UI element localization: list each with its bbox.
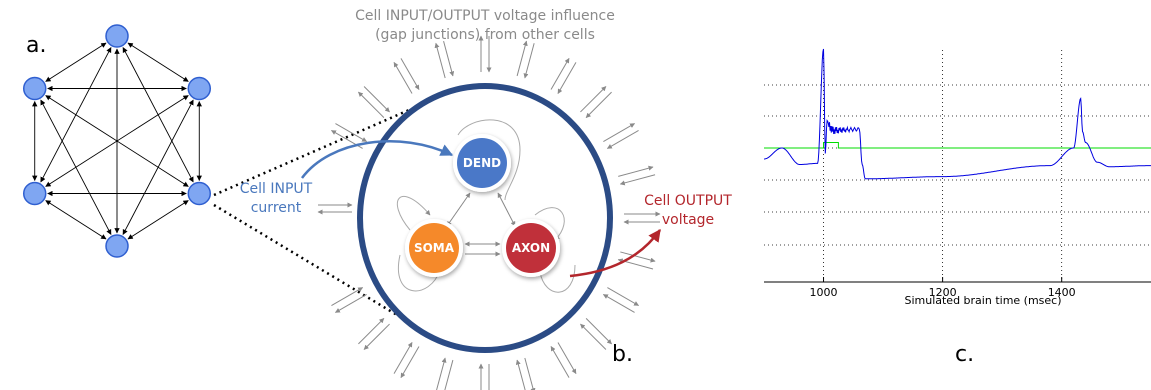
network-nodes — [22, 24, 212, 258]
gap-arrow-out — [607, 287, 639, 306]
axon-compartment: AXON — [502, 219, 560, 277]
gap-junction-title-2: (gap junctions) from other cells — [375, 27, 595, 43]
gap-arrow-in — [585, 91, 612, 118]
dend-axon-arrow — [497, 192, 516, 227]
panel-a-label: a. — [26, 33, 46, 58]
gap-arrow-out — [618, 165, 654, 177]
network-edge — [127, 200, 189, 240]
gap-arrow-out — [335, 294, 367, 313]
output-label-2: voltage — [662, 212, 714, 228]
gap-arrow-in — [523, 43, 535, 79]
axon-label: AXON — [512, 241, 550, 255]
gap-arrow-in — [515, 359, 526, 390]
x-axis-label: Simulated brain time (msec) — [904, 294, 1061, 307]
gap-arrow-in — [358, 318, 385, 345]
stimulus-trace — [764, 142, 1151, 149]
network-edge — [45, 42, 107, 82]
dend-compartment: DEND — [453, 134, 511, 192]
x-ticks: 1000 1200 1400 — [810, 277, 1076, 299]
gap-arrow-in — [363, 86, 390, 113]
network-node — [105, 234, 129, 258]
x-tick-label: 1400 — [1048, 286, 1076, 299]
output-voltage-arrow — [569, 228, 662, 278]
panel-c-label: c. — [955, 342, 974, 367]
soma-lower-loop — [397, 254, 441, 292]
dend-soma-arrow — [446, 192, 471, 227]
network-edge — [45, 200, 107, 240]
network-edges — [32, 42, 202, 240]
gap-arrow-in — [619, 174, 656, 186]
gap-arrow-in — [602, 294, 635, 313]
x-tick-label: 1200 — [929, 286, 957, 299]
plot-area — [764, 50, 1151, 282]
voltage-trace-panel: 1000 1200 1400 Simulated brain time (msec)… — [764, 48, 1151, 367]
dend-label: DEND — [463, 156, 501, 170]
gap-arrow-out — [603, 123, 635, 142]
plot-series — [764, 48, 1151, 180]
gap-arrow-in — [557, 62, 577, 94]
gap-arrow-in — [393, 342, 413, 374]
soma-label: SOMA — [414, 241, 455, 255]
gap-arrow-in — [606, 130, 639, 149]
gap-arrow-out — [620, 251, 656, 263]
x-tick-label: 1000 — [810, 286, 838, 299]
plot-grid — [764, 50, 1151, 282]
network-node — [22, 76, 47, 101]
gap-arrow-out — [585, 318, 612, 345]
gap-arrow-out — [400, 346, 420, 379]
panel-b-label: b. — [612, 342, 633, 367]
gap-arrow-in — [550, 346, 570, 378]
gap-arrow-out — [363, 323, 390, 350]
gap-arrow-out — [516, 40, 528, 77]
network-edge — [127, 42, 189, 82]
input-current-arrow — [300, 140, 454, 179]
gap-arrow-out — [393, 61, 413, 94]
gap-arrow-out — [580, 86, 607, 113]
gap-arrow-in — [335, 123, 368, 142]
network-panel: a. — [22, 24, 212, 258]
network-node — [105, 24, 129, 48]
gap-arrow-in — [443, 41, 455, 77]
gap-arrow-out — [434, 42, 446, 79]
gap-junction-title-1: Cell INPUT/OUTPUT voltage influence — [355, 8, 615, 24]
network-node — [22, 181, 47, 206]
zoom-line-top — [213, 98, 433, 197]
input-label-2: current — [251, 200, 302, 216]
dend-self-loop — [457, 119, 521, 201]
voltage-trace — [764, 48, 1151, 180]
cell-membrane — [357, 83, 613, 353]
network-edge — [40, 99, 112, 235]
gap-arrow-out — [550, 57, 570, 90]
gap-arrow-in — [331, 287, 364, 306]
gap-arrow-in — [580, 323, 607, 350]
soma-compartment: SOMA — [405, 219, 463, 277]
gap-arrow-out — [524, 357, 536, 390]
gap-arrow-in — [400, 58, 420, 90]
gap-arrow-out — [358, 91, 385, 118]
cell-panel: Cell INPUT/OUTPUT voltage influence (gap… — [240, 8, 732, 390]
gap-arrow-in — [436, 357, 447, 390]
output-label-1: Cell OUTPUT — [644, 193, 732, 209]
gap-arrow-out — [557, 342, 577, 375]
input-label-1: Cell INPUT — [240, 181, 313, 197]
network-node — [187, 181, 212, 206]
gap-junction-arrows — [317, 35, 661, 390]
gap-arrow-out — [442, 359, 454, 390]
axon-self-loop — [534, 207, 565, 241]
zoom-line-bottom — [213, 203, 403, 320]
soma-self-loop — [396, 195, 431, 231]
network-node — [187, 76, 212, 101]
